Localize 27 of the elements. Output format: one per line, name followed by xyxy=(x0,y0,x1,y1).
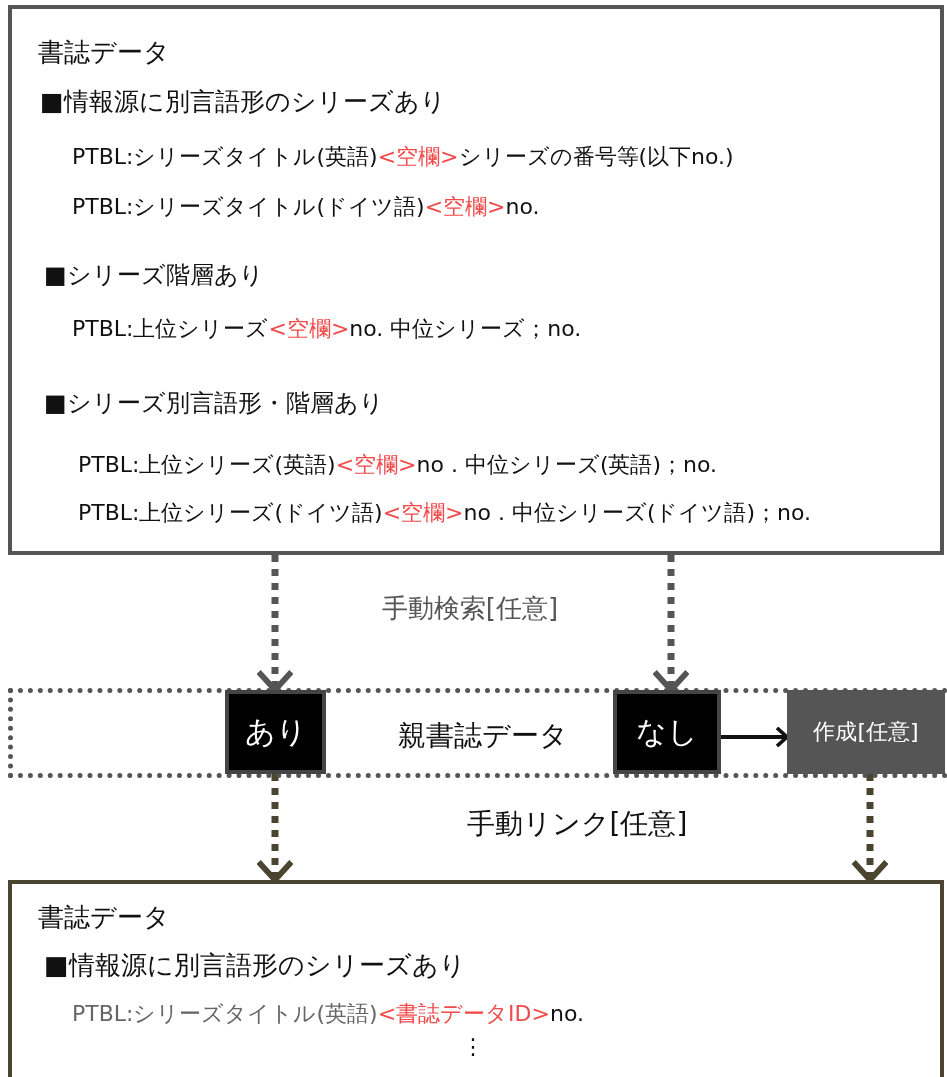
text: ■シリーズ別言語形・階層あり xyxy=(44,388,384,419)
dotted-arrow xyxy=(255,774,295,883)
annotation-text: 手動検索[任意] xyxy=(380,594,560,624)
heading: 書誌データ xyxy=(38,901,170,934)
annotation-text: 手動リンク[任意] xyxy=(465,808,689,841)
entry-text: PTBL:上位シリーズ(ドイツ語)<空欄>no . 中位シリーズ(ドイツ語)；no. xyxy=(78,500,813,526)
parent-record-band xyxy=(8,688,947,778)
entry-text: PTBL:上位シリーズ<空欄>no. 中位シリーズ；no. xyxy=(72,315,582,343)
entry-text: PTBL:上位シリーズ(英語)<空欄>no . 中位シリーズ(英語)；no. xyxy=(78,451,718,479)
heading: 書誌データ xyxy=(38,36,170,69)
doc-box xyxy=(8,880,944,1077)
no-box: なし xyxy=(613,690,721,774)
dotted-arrow xyxy=(255,555,295,693)
arrow xyxy=(721,726,789,748)
dotted-arrow xyxy=(651,555,691,693)
dotted-arrow xyxy=(850,774,890,883)
create-box: 作成[任意] xyxy=(787,690,945,774)
text: ■シリーズ階層あり xyxy=(44,260,264,291)
entry-text: PTBL:シリーズタイトル(英語)<書誌データID>no. xyxy=(72,1000,584,1028)
yes-box: あり xyxy=(225,690,326,774)
entry-text: PTBL:シリーズタイトル(ドイツ語)<空欄>no. xyxy=(72,193,540,221)
text: ⋮ xyxy=(462,1034,484,1059)
band-title: 親書誌データ xyxy=(397,718,569,754)
text: ■情報源に別言語形のシリーズあり xyxy=(44,949,466,982)
entry-text: PTBL:シリーズタイトル(英語)<空欄>シリーズの番号等(以下no.) xyxy=(72,143,734,171)
text: ■情報源に別言語形のシリーズあり xyxy=(40,86,446,118)
doc-box xyxy=(8,5,944,555)
